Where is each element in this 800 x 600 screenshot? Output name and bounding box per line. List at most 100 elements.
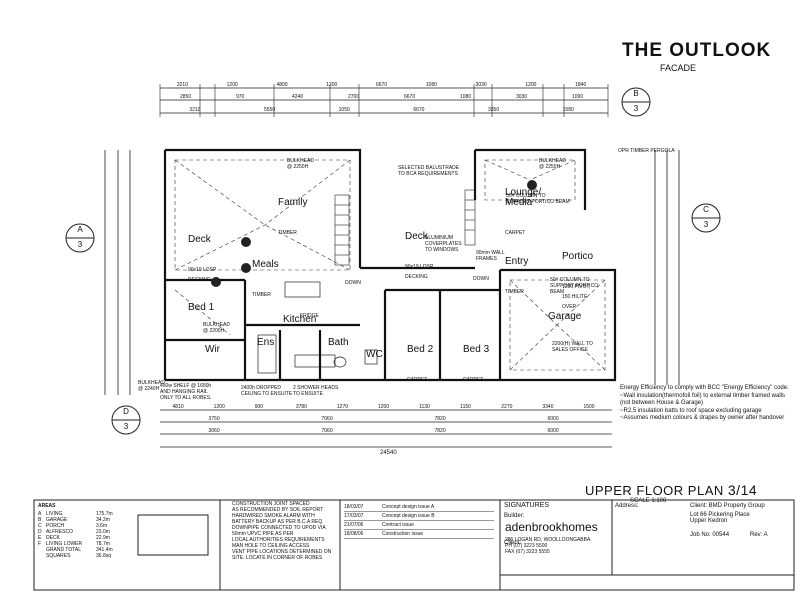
room-deck-left: Deck 90x19 LOSP DECKING: [188, 215, 216, 295]
area-cell: SQUARES: [46, 553, 71, 559]
dimension-value: 4240: [292, 94, 304, 100]
dimension-value: 3210: [189, 107, 201, 113]
company-address: 286 LOGAN RD, WOOLLOONGABBA PH (07) 3223…: [505, 537, 591, 555]
note-aluminium: ALUMINIUM COVERPLATES TO WINDOWS: [425, 235, 462, 253]
room-ens: Ens: [257, 337, 275, 348]
dimension-value: 1580: [562, 107, 574, 113]
note-stud-wall: 90mm WALL FRAMES: [476, 250, 505, 262]
project-client: Client: BMD Property Group: [690, 503, 765, 509]
area-cell: 22.9m: [96, 535, 110, 541]
area-cell: ALFRESCO: [46, 529, 73, 535]
area-row: GRAND TOTAL 341.4m: [38, 547, 126, 553]
note-balustrade: SELECTED BALUSTRADE TO BCA REQUIREMENTS: [398, 165, 460, 177]
dimension-value: 1200: [326, 82, 338, 88]
dimension-value: 6670: [404, 94, 416, 100]
area-cell: GRAND TOTAL: [46, 547, 82, 553]
room-wir: Wir: [205, 344, 220, 355]
client-signature-label: Client:: [504, 540, 522, 546]
note-down-2: DOWN: [473, 276, 489, 282]
area-cell: C: [38, 523, 42, 529]
dimension-value: 3750: [208, 416, 220, 422]
room-deck-left-sub: 90x19 LOSP DECKING: [188, 267, 217, 283]
dimension-value: 2700: [348, 94, 360, 100]
room-bed1: Bed 1: [188, 302, 215, 313]
revision-cell: 18/08/06: [344, 531, 364, 537]
signatures-heading: SIGNATURES: [504, 502, 549, 509]
section-marker-c-num: 3: [703, 220, 709, 229]
room-bath: Bath: [328, 337, 349, 348]
dimension-value: 1200: [226, 82, 238, 88]
note-bulkhead-bed: BULKHEAD @ 2240H: [138, 380, 165, 392]
section-marker-b-num: 3: [633, 104, 639, 113]
areas-heading: AREAS: [38, 503, 56, 509]
dimension-value: 6000: [547, 416, 559, 422]
dimension-value: 6670: [413, 107, 425, 113]
room-bed3-sub: CARPET: [463, 377, 484, 383]
room-portico: Portico 1200 PIVOT, 150 HILITE OVER: [562, 232, 593, 322]
section-marker-c: C: [703, 205, 709, 214]
dimension-value: 5550: [264, 107, 276, 113]
section-marker-a-num: 3: [77, 240, 83, 249]
energy-item: ~Wall insulation(thermofoil foil) to ext…: [620, 392, 786, 407]
note-bulkhead-ens: BULKHEAD @ 2200H: [203, 322, 230, 334]
energy-item: ~R2.5 insulation batts to roof space exc…: [620, 407, 762, 414]
plan-title-text: UPPER FLOOR PLAN: [585, 483, 724, 498]
dimension-value: 1270: [336, 404, 349, 410]
dimension-value: 2850: [180, 94, 192, 100]
area-cell: PORCH: [46, 523, 65, 529]
dimension-value: 6670: [376, 82, 388, 88]
note-column-portico: 50# COLUMN TO SUPPORT PORTICO BEAM: [506, 193, 570, 205]
plan-title: UPPER FLOOR PLAN 3/14: [585, 482, 757, 498]
dimension-value: 1080: [425, 82, 437, 88]
dimension-value: 1050: [338, 107, 350, 113]
room-kitchen-name: Kitchen: [283, 314, 317, 325]
revision-cell: 21/07/06: [344, 522, 364, 528]
area-cell: 3.6m: [96, 523, 108, 529]
dimension-value: 3030: [516, 94, 528, 100]
dimension-value: 3340: [542, 404, 554, 410]
company-logo: adenbrookhomes: [505, 520, 598, 534]
dimension-value: 7820: [434, 428, 446, 434]
dimension-value: 4800: [276, 82, 288, 88]
area-cell: 341.4m: [96, 547, 113, 553]
room-deck-center: Deck 90x19 LOSP DECKING: [405, 212, 433, 292]
area-cell: A: [38, 511, 42, 517]
room-kitchen: Kitchen: [283, 295, 316, 335]
area-cell: D: [38, 529, 42, 535]
energy-heading: Energy Efficiency to comply with BCC "En…: [620, 385, 789, 391]
dimension-total: 24540: [380, 450, 397, 456]
section-marker-a: A: [72, 225, 88, 234]
dimension-value: 900: [254, 404, 264, 410]
note-bulkhead-top: BULKHEAD @ 2250H: [287, 158, 314, 170]
plan-scale: SCALE 1:100: [630, 498, 667, 504]
dimension-value: 3030: [475, 82, 487, 88]
room-lounge-sub: CARPET: [505, 230, 526, 236]
dimension-value: 1090: [572, 94, 584, 100]
builder-signature-label: Builder:: [504, 513, 525, 519]
room-lounge: Lounge/ Media CARPET: [505, 168, 541, 248]
section-marker-a-letter: A: [77, 225, 83, 234]
area-cell: E: [38, 535, 42, 541]
dimension-value: 3350: [488, 107, 500, 113]
note-timber-pergola: OPR TIMBER PERGOLA: [618, 148, 675, 154]
note-sales-office: 2200(H) WALL TO SALES OFFICE: [552, 341, 593, 353]
section-marker-d-num: 3: [123, 422, 129, 431]
note-shelf: 450w SHELF @ 1650h AND HANGING RAIL ONLY…: [160, 383, 212, 401]
dimension-value: 970: [236, 94, 245, 100]
dimension-value: 3060: [208, 428, 220, 434]
room-family: Family TIMBER: [278, 178, 307, 248]
job-number: Job No: 00544: [690, 532, 730, 538]
area-cell: 36.8sq: [96, 553, 112, 559]
room-entry-name: Entry: [505, 256, 529, 267]
room-deck-center-name: Deck: [405, 231, 428, 242]
dimension-value: 1500: [583, 404, 595, 410]
